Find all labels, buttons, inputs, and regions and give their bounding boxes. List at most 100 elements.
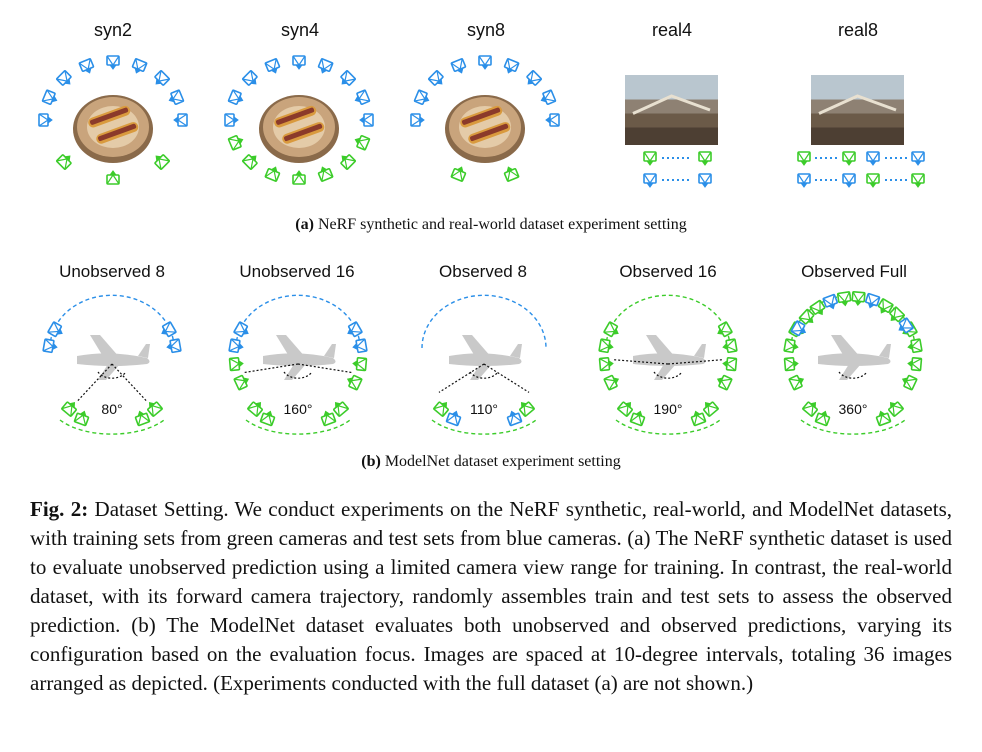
museum-photo	[811, 75, 904, 145]
hotdog-plate	[445, 95, 525, 163]
camera-icon	[166, 338, 182, 354]
caption-a: (a) NeRF synthetic and real-world datase…	[0, 216, 982, 234]
angle-ray	[483, 363, 530, 393]
camera-icon	[317, 58, 334, 74]
camera-icon	[643, 151, 657, 166]
angle-arc	[469, 371, 499, 379]
camera-icon	[410, 113, 425, 127]
angle-label: 160°	[284, 401, 313, 417]
angle-label: 360°	[839, 401, 868, 417]
camera-icon	[161, 321, 177, 338]
camera-icon	[227, 135, 244, 151]
camera-icon	[168, 89, 185, 105]
camera-icon	[292, 170, 306, 185]
camera-icon	[147, 401, 163, 417]
camera-icon	[603, 374, 620, 391]
camera-icon	[352, 357, 368, 372]
angle-arc	[653, 371, 683, 379]
camera-icon	[450, 166, 467, 182]
camera-icon	[264, 166, 281, 182]
camera-icon	[851, 291, 866, 307]
camera-icon	[603, 321, 619, 338]
camera-icon	[503, 166, 520, 182]
camera-icon	[228, 357, 244, 372]
caption-b-label: (b)	[361, 453, 381, 470]
title-syn4: syn4	[280, 20, 320, 40]
camera-icon	[836, 291, 852, 307]
camera-icon	[888, 401, 904, 417]
angle-label: 80°	[101, 401, 122, 417]
dashed-arc	[605, 294, 731, 349]
dashed-arc	[49, 294, 175, 349]
camera-icon	[797, 173, 811, 188]
camera-icon	[445, 410, 462, 427]
title-unobserved-16: Unobserved 16	[239, 262, 355, 281]
camera-icon	[292, 55, 306, 70]
camera-icon	[790, 320, 807, 337]
dashed-arc	[235, 294, 361, 349]
camera-icon	[354, 89, 371, 105]
caption-a-label: (a)	[295, 216, 314, 233]
camera-icon	[788, 374, 805, 391]
camera-icon	[907, 338, 923, 354]
camera-icon	[242, 154, 258, 170]
hotdog-plate	[259, 95, 339, 163]
camera-icon	[346, 374, 363, 391]
camera-icon	[233, 374, 250, 391]
angle-label: 110°	[470, 401, 498, 417]
camera-icon	[901, 374, 918, 391]
camera-icon	[340, 70, 356, 86]
camera-icon	[61, 401, 77, 417]
camera-icon	[450, 58, 467, 74]
camera-icon	[717, 321, 733, 338]
camera-icon	[698, 173, 712, 188]
camera-icon	[228, 338, 244, 354]
camera-icon	[866, 173, 880, 188]
figure-graphics: 80°160°110°190°360°	[38, 55, 925, 435]
angle-ray	[76, 363, 113, 403]
camera-icon	[911, 151, 925, 166]
camera-icon	[154, 70, 170, 86]
angle-arc	[838, 371, 868, 379]
figure-caption: Fig. 2: Dataset Setting. We conduct expe…	[30, 495, 952, 698]
angle-ray	[111, 363, 148, 403]
camera-icon	[224, 113, 239, 127]
camera-icon	[242, 70, 258, 86]
camera-icon	[598, 357, 614, 372]
caption-a-text: NeRF synthetic and real-world dataset ex…	[317, 216, 687, 233]
camera-icon	[506, 410, 523, 427]
angle-ray	[613, 359, 669, 365]
title-observed-16: Observed 16	[619, 262, 717, 281]
camera-icon	[47, 321, 63, 338]
camera-icon	[783, 338, 799, 354]
angle-ray	[243, 363, 299, 374]
title-real8: real8	[837, 20, 879, 40]
camera-icon	[722, 338, 738, 354]
camera-icon	[259, 410, 276, 427]
camera-icon	[842, 173, 856, 188]
camera-icon	[320, 410, 337, 427]
camera-icon	[42, 338, 58, 354]
camera-icon	[41, 89, 58, 105]
angle-ray	[667, 359, 723, 365]
airplane-silhouette	[263, 335, 336, 380]
camera-icon	[722, 357, 738, 372]
camera-icon	[247, 401, 263, 417]
camera-icon	[73, 410, 90, 427]
camera-icon	[503, 58, 520, 74]
camera-icon	[173, 113, 188, 127]
camera-icon	[352, 338, 368, 354]
camera-icon	[703, 401, 719, 417]
camera-icon	[340, 154, 356, 170]
camera-icon	[134, 410, 151, 427]
camera-icon	[617, 401, 633, 417]
camera-icon	[698, 151, 712, 166]
museum-photo	[625, 75, 718, 145]
title-observed-full: Observed Full	[801, 262, 907, 281]
camera-icon	[864, 292, 881, 309]
camera-icon	[359, 113, 374, 127]
camera-icon	[866, 151, 880, 166]
camera-icon	[56, 70, 72, 86]
camera-icon	[842, 151, 856, 166]
camera-icon	[690, 410, 707, 427]
